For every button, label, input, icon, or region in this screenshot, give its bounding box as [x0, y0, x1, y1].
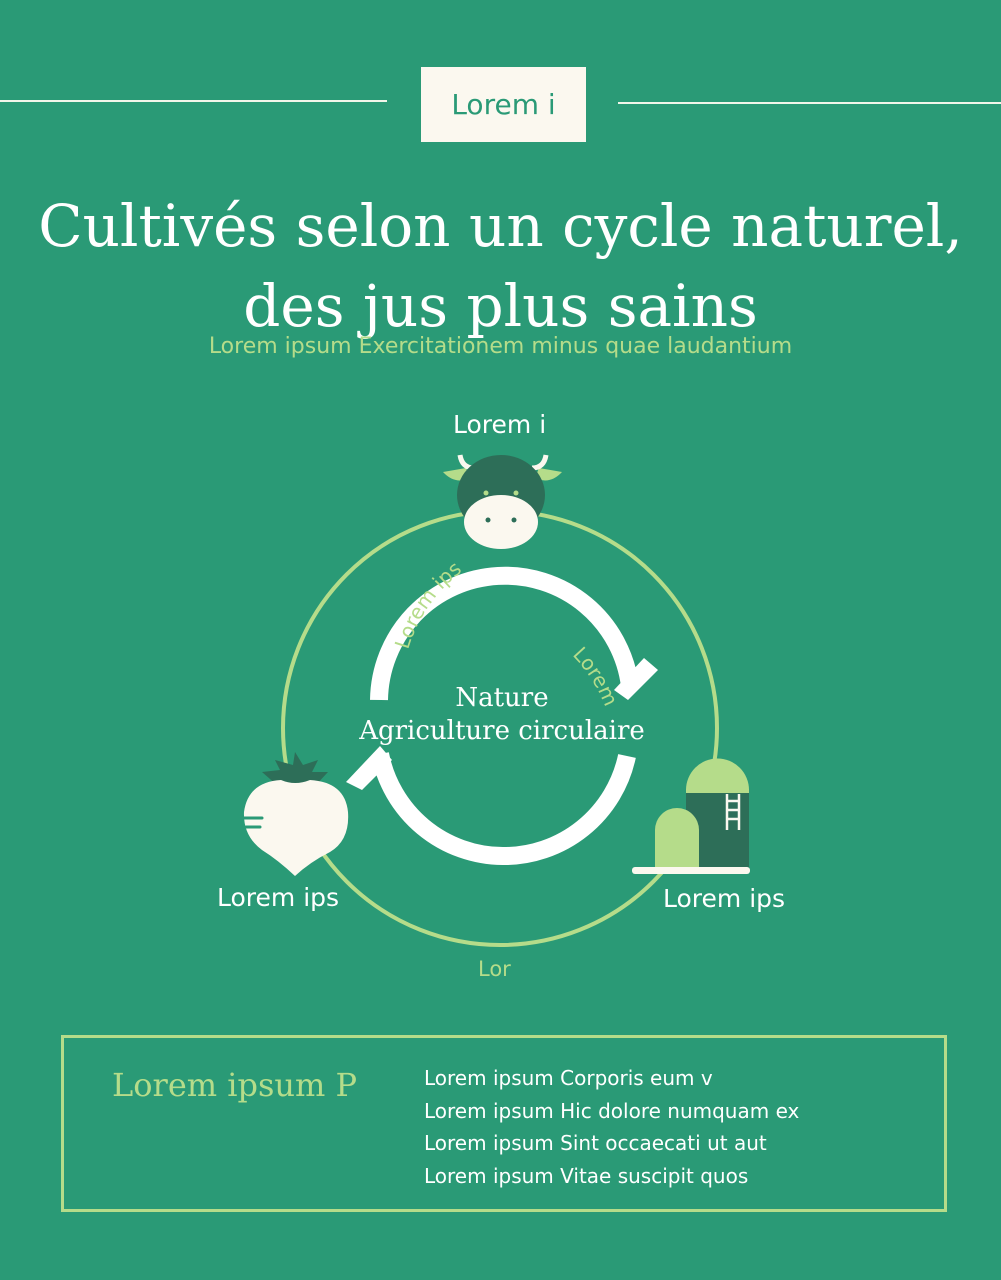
node-label-top: Lorem i [453, 410, 547, 439]
title-line-1: Cultivés selon un cycle naturel, [38, 192, 963, 260]
arc-label-bottom: Lor [478, 957, 511, 981]
header-line-right [618, 102, 1001, 104]
arrowhead-left [346, 746, 392, 790]
list-item: Lorem ipsum Corporis eum v [424, 1066, 713, 1090]
list-item: Lorem ipsum Vitae suscipit quos [424, 1163, 749, 1188]
inner-arrow-bottom [371, 752, 636, 865]
node-label-right: Lorem ips [663, 884, 786, 913]
arc-label-left: Lorem ips [390, 556, 466, 651]
silo-icon [632, 758, 750, 874]
page-title: Cultivés selon un cycle naturel, des jus… [0, 186, 1001, 346]
list-item: Lorem ipsum Hic dolore numquam ex [424, 1098, 800, 1123]
node-label-left: Lorem ips [217, 883, 340, 912]
header-tag: Lorem i [421, 67, 586, 142]
inner-cycle-arrows [370, 566, 639, 865]
header-line-left [0, 100, 387, 102]
info-box-title: Lorem ipsum P [112, 1066, 358, 1104]
center-line-1: Nature [455, 683, 549, 713]
list-item: Lorem ipsum Sint occaecati ut aut [424, 1131, 767, 1155]
info-box-list: Lorem ipsum Corporis eum v Lorem ipsum H… [424, 1062, 799, 1192]
cycle-diagram: Lorem ips Lorem [242, 454, 750, 947]
cow-icon [443, 454, 562, 549]
page-subtitle: Lorem ipsum Exercitationem minus quae la… [208, 334, 793, 359]
inner-arrow-top [370, 566, 639, 701]
title-line-2: des jus plus sains [243, 272, 758, 340]
arrowhead-right [614, 658, 658, 700]
info-box: Lorem ipsum P Lorem ipsum Corporis eum v… [61, 1035, 947, 1212]
turnip-icon [242, 752, 349, 876]
center-line-2: Agriculture circulaire [359, 716, 645, 746]
cycle-center-text: Nature Agriculture circulaire [302, 682, 702, 748]
